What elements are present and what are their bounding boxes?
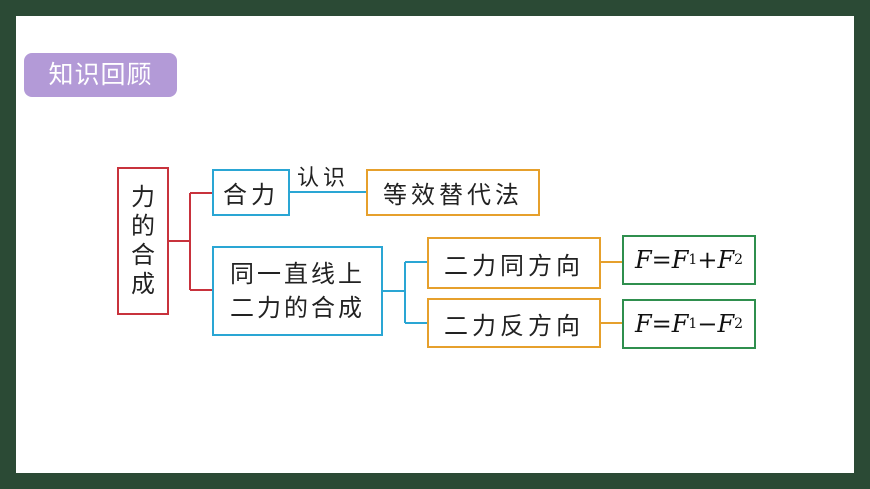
formula-F2: F bbox=[717, 246, 735, 274]
formula-minus: − bbox=[697, 310, 718, 338]
root-char: 力 bbox=[131, 183, 155, 211]
formula-F1: F bbox=[671, 310, 689, 338]
root-char: 合 bbox=[131, 241, 155, 269]
edge-label-recognize: 认识 bbox=[297, 166, 350, 191]
node-opposite-direction: 二力反方向 bbox=[427, 298, 601, 348]
formula-sub2: 2 bbox=[734, 316, 744, 332]
node-equivalent-substitution: 等效替代法 bbox=[366, 169, 540, 216]
same-line-text-2: 二力的合成 bbox=[230, 294, 365, 322]
formula-F: F bbox=[634, 246, 652, 274]
formula-sub1: 1 bbox=[688, 252, 698, 268]
node-same-line-composition: 同一直线上 二力的合成 bbox=[212, 246, 383, 336]
formula-F1: F bbox=[671, 246, 689, 274]
node-resultant-force: 合力 bbox=[212, 169, 290, 216]
same-line-text-1: 同一直线上 bbox=[230, 260, 365, 288]
root-char: 的 bbox=[131, 212, 155, 240]
formula-sub1: 1 bbox=[688, 316, 698, 332]
root-node-force-composition: 力 的 合 成 bbox=[117, 167, 169, 315]
section-badge: 知识回顾 bbox=[24, 53, 177, 97]
node-same-direction: 二力同方向 bbox=[427, 237, 601, 289]
formula-sub2: 2 bbox=[734, 252, 744, 268]
root-char: 成 bbox=[131, 270, 155, 298]
formula-eq: = bbox=[651, 246, 672, 274]
formula-plus: + bbox=[697, 246, 718, 274]
formula-F: F bbox=[634, 310, 652, 338]
formula-eq: = bbox=[651, 310, 672, 338]
formula-F2: F bbox=[717, 310, 735, 338]
